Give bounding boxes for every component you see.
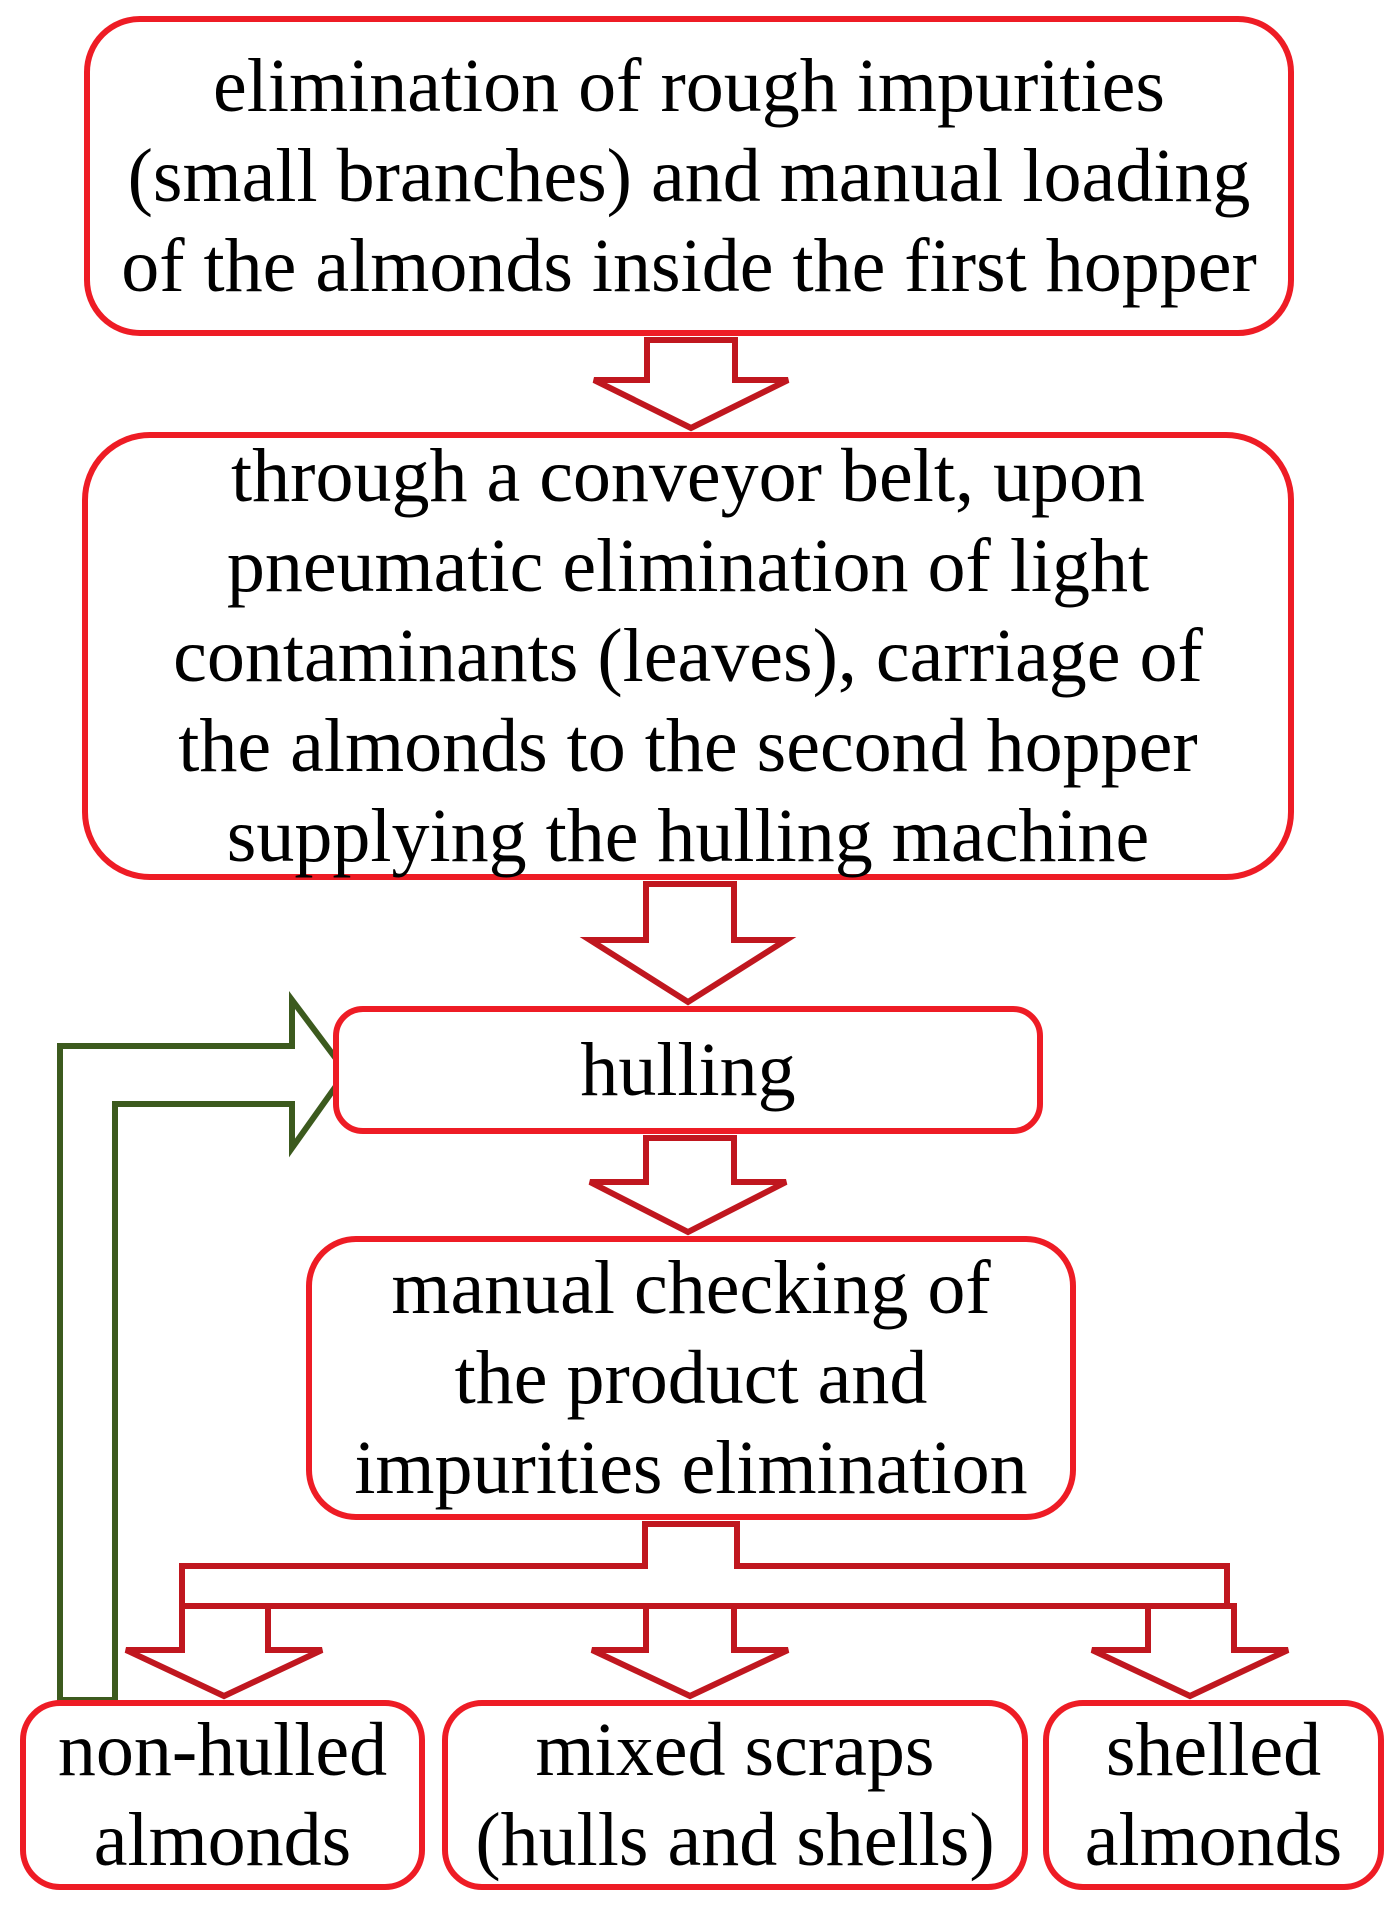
output-mixed-scraps: mixed scraps (hulls and shells): [442, 1700, 1028, 1890]
step-text-line: supplying the hulling machine: [226, 794, 1150, 878]
output-shelled-almonds: shelled almonds: [1043, 1700, 1384, 1890]
output-text-line: shelled: [1105, 1708, 1322, 1792]
step-text-line: (small branches) and manual loading: [127, 134, 1251, 218]
step-text-line: manual checking of: [391, 1246, 991, 1330]
output-text-line: almonds: [93, 1798, 352, 1882]
arrow-step1-to-step2: [592, 337, 790, 432]
arrow-to-shelled: [1090, 1603, 1290, 1700]
output-non-hulled-almonds: non-hulled almonds: [20, 1700, 425, 1890]
arrow-step2-to-hulling: [579, 881, 797, 1006]
step-text-line: hulling: [580, 1028, 796, 1112]
output-text-line: almonds: [1084, 1798, 1343, 1882]
arrow-to-non-hulled: [124, 1603, 324, 1700]
step-text-line: through a conveyor belt, upon: [231, 434, 1145, 518]
output-text-line: mixed scraps: [535, 1708, 935, 1792]
step-text-line: the product and: [454, 1336, 928, 1420]
split-stem: [179, 1521, 1230, 1609]
step-text-line: of the almonds inside the first hopper: [121, 224, 1257, 308]
feedback-arrow-non-hulled-to-hulling: [57, 991, 350, 1703]
step-hulling: hulling: [333, 1006, 1043, 1134]
step-text-line: the almonds to the second hopper: [178, 704, 1198, 788]
step-rough-impurities-elimination: elimination of rough impurities (small b…: [84, 16, 1294, 336]
step-text-line: elimination of rough impurities: [213, 44, 1165, 128]
step-text-line: impurities elimination: [354, 1426, 1028, 1510]
step-manual-checking: manual checking of the product and impur…: [306, 1236, 1076, 1520]
output-text-line: non-hulled: [57, 1708, 388, 1792]
arrow-to-mixed-scraps: [590, 1603, 790, 1700]
step-text-line: contaminants (leaves), carriage of: [173, 614, 1203, 698]
step-conveyor-belt-carriage: through a conveyor belt, upon pneumatic …: [82, 432, 1294, 880]
output-text-line: (hulls and shells): [475, 1798, 995, 1882]
arrow-hulling-to-check: [588, 1135, 788, 1236]
step-text-line: pneumatic elimination of light: [226, 524, 1150, 608]
